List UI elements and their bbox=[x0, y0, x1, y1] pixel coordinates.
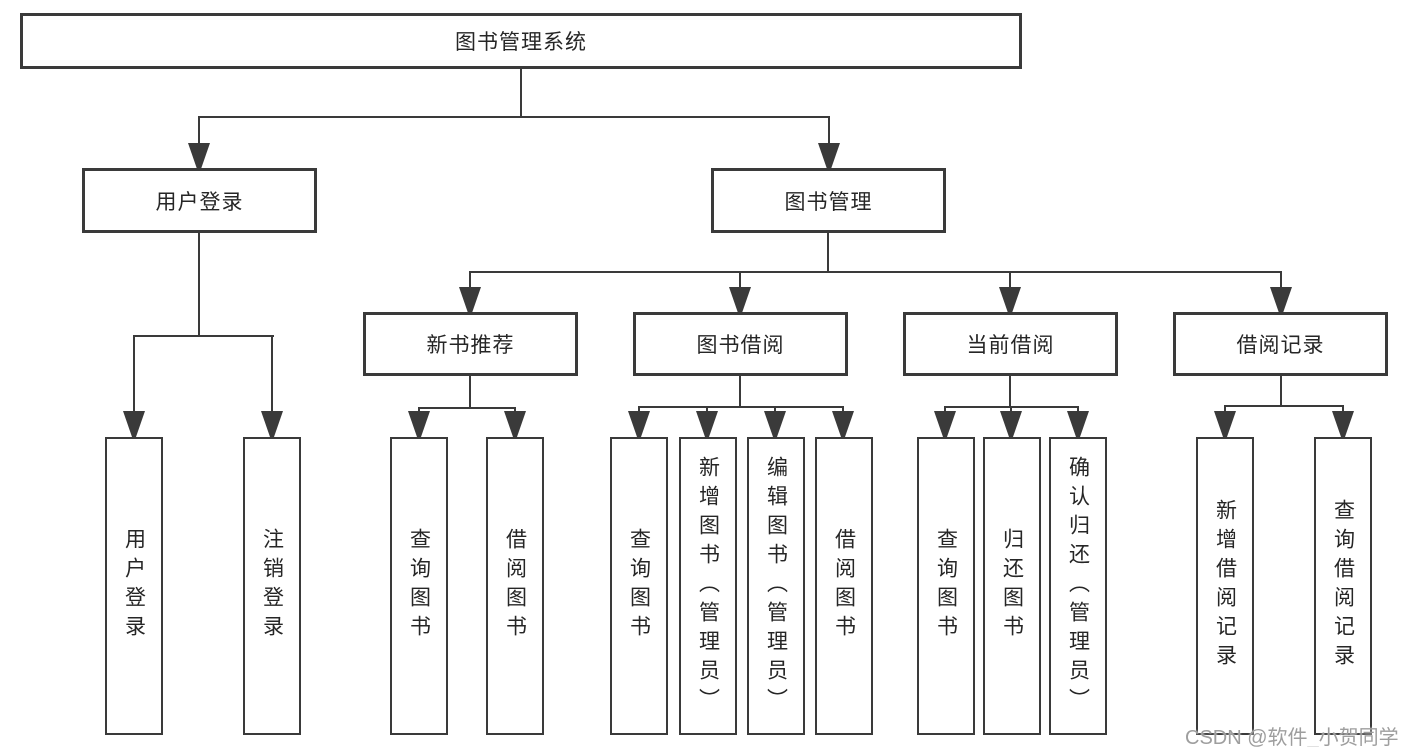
leaf-query-books-current-label: 查询图书 bbox=[934, 528, 958, 644]
connector-user-login-stem bbox=[198, 233, 200, 337]
leaf-query-books-recommend-label: 查询图书 bbox=[407, 528, 431, 644]
leaf-query-borrow-record-label: 查询借阅记录 bbox=[1331, 499, 1355, 673]
arrowhead bbox=[1270, 287, 1292, 313]
node-current-borrowing: 当前借阅 bbox=[903, 312, 1118, 376]
connector-drop bbox=[638, 406, 640, 413]
node-borrowing-records-label: 借阅记录 bbox=[1236, 334, 1325, 357]
connector-borrowing-stem bbox=[739, 376, 741, 408]
leaf-add-books-admin-label: 新增图书（管理员） bbox=[696, 455, 720, 717]
arrowhead bbox=[729, 287, 751, 313]
connector-drop bbox=[739, 271, 741, 289]
connector-records-rail bbox=[1224, 405, 1344, 407]
connector-drop bbox=[1280, 271, 1282, 289]
connector-root-rail bbox=[198, 116, 830, 118]
leaf-query-books-borrowing: 查询图书 bbox=[610, 437, 668, 735]
connector-drop bbox=[774, 406, 776, 413]
arrowhead bbox=[832, 411, 854, 437]
leaf-logout: 注销登录 bbox=[243, 437, 301, 735]
connector-drop bbox=[1077, 406, 1079, 413]
connector-drop bbox=[198, 116, 200, 145]
connector-drop bbox=[133, 335, 135, 411]
connector-current-stem bbox=[1009, 376, 1011, 408]
arrowhead bbox=[934, 411, 956, 437]
connector-book-mgmt-rail bbox=[469, 271, 1282, 273]
arrowhead bbox=[1214, 411, 1236, 437]
leaf-user-login: 用户登录 bbox=[105, 437, 163, 735]
connector-recommend-rail bbox=[418, 407, 516, 409]
connector-recommend-stem bbox=[469, 376, 471, 409]
connector-drop bbox=[1342, 405, 1344, 413]
leaf-borrow-books-recommend: 借阅图书 bbox=[486, 437, 544, 735]
arrowhead bbox=[188, 143, 210, 169]
connector-drop bbox=[1010, 406, 1012, 413]
arrowhead bbox=[1067, 411, 1089, 437]
node-root: 图书管理系统 bbox=[20, 13, 1022, 69]
node-new-book-recommendation-label: 新书推荐 bbox=[426, 334, 515, 357]
connector-drop bbox=[271, 335, 273, 411]
node-book-borrowing: 图书借阅 bbox=[633, 312, 848, 376]
leaf-add-books-admin: 新增图书（管理员） bbox=[679, 437, 737, 735]
leaf-return-books-label: 归还图书 bbox=[1000, 528, 1024, 644]
leaf-query-books-current: 查询图书 bbox=[917, 437, 975, 735]
arrowhead bbox=[1332, 411, 1354, 437]
connector-drop bbox=[706, 406, 708, 413]
leaf-query-books-recommend: 查询图书 bbox=[390, 437, 448, 735]
connector-drop bbox=[418, 407, 420, 413]
connector-records-stem bbox=[1280, 376, 1282, 407]
node-borrowing-records: 借阅记录 bbox=[1173, 312, 1388, 376]
leaf-borrow-books-borrowing-label: 借阅图书 bbox=[832, 528, 856, 644]
connector-drop bbox=[944, 406, 946, 413]
arrowhead bbox=[408, 411, 430, 437]
connector-drop bbox=[842, 406, 844, 413]
connector-user-login-rail bbox=[133, 335, 274, 337]
connector-drop bbox=[1009, 271, 1011, 289]
connector-drop bbox=[469, 271, 471, 289]
node-current-borrowing-label: 当前借阅 bbox=[966, 334, 1055, 357]
node-book-management: 图书管理 bbox=[711, 168, 946, 233]
leaf-logout-label: 注销登录 bbox=[260, 528, 284, 644]
connector-book-mgmt-stem bbox=[827, 233, 829, 273]
leaf-user-login-label: 用户登录 bbox=[122, 528, 146, 644]
arrowhead bbox=[459, 287, 481, 313]
connector-root-stem bbox=[520, 69, 522, 118]
leaf-add-borrow-record: 新增借阅记录 bbox=[1196, 437, 1254, 735]
arrowhead bbox=[628, 411, 650, 437]
node-user-login-label: 用户登录 bbox=[155, 190, 244, 214]
connector-drop bbox=[514, 407, 516, 413]
leaf-confirm-return-admin: 确认归还（管理员） bbox=[1049, 437, 1107, 735]
arrowhead bbox=[818, 143, 840, 169]
node-book-management-label: 图书管理 bbox=[784, 190, 873, 214]
leaf-confirm-return-admin-label: 确认归还（管理员） bbox=[1066, 455, 1090, 717]
arrowhead bbox=[1000, 411, 1022, 437]
leaf-borrow-books-borrowing: 借阅图书 bbox=[815, 437, 873, 735]
node-root-label: 图书管理系统 bbox=[455, 31, 587, 54]
arrowhead bbox=[696, 411, 718, 437]
leaf-edit-books-admin: 编辑图书（管理员） bbox=[747, 437, 805, 735]
arrowhead bbox=[764, 411, 786, 437]
arrowhead bbox=[261, 411, 283, 437]
arrowhead bbox=[999, 287, 1021, 313]
connector-drop bbox=[828, 116, 830, 145]
leaf-add-borrow-record-label: 新增借阅记录 bbox=[1213, 499, 1237, 673]
node-new-book-recommendation: 新书推荐 bbox=[363, 312, 578, 376]
arrowhead bbox=[123, 411, 145, 437]
node-user-login: 用户登录 bbox=[82, 168, 317, 233]
leaf-return-books: 归还图书 bbox=[983, 437, 1041, 735]
connector-drop bbox=[1224, 405, 1226, 413]
connector-borrowing-rail bbox=[638, 406, 844, 408]
leaf-edit-books-admin-label: 编辑图书（管理员） bbox=[764, 455, 788, 717]
leaf-query-books-borrowing-label: 查询图书 bbox=[627, 528, 651, 644]
node-book-borrowing-label: 图书借阅 bbox=[696, 334, 785, 357]
arrowhead bbox=[504, 411, 526, 437]
leaf-borrow-books-recommend-label: 借阅图书 bbox=[503, 528, 527, 644]
watermark: CSDN @软件_小贺同学 bbox=[1185, 727, 1399, 747]
leaf-query-borrow-record: 查询借阅记录 bbox=[1314, 437, 1372, 735]
